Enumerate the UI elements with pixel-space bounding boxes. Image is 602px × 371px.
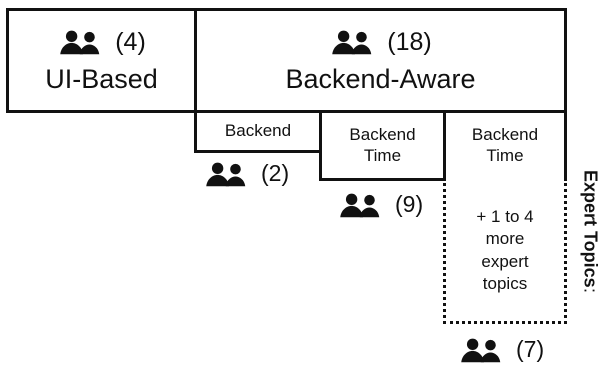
subgroup-backend-count-row: (2) [203, 160, 323, 187]
ui-based-box: (4) UI-Based [6, 8, 197, 113]
ui-based-header: (4) [57, 28, 146, 57]
people-icon [337, 192, 389, 218]
subgroup-backend-time-2-count: (7) [516, 336, 545, 362]
subgroup-backend-time-2-box: Backend Time [443, 110, 567, 181]
ui-based-count: (4) [115, 27, 146, 56]
expert-topics-extension-text: + 1 to 4 more expert topics [476, 207, 534, 293]
people-icon [329, 29, 381, 55]
subgroup-backend-time-label: Backend Time [349, 125, 416, 165]
subgroup-backend-time-box: Backend Time [319, 110, 446, 181]
people-icon [203, 161, 255, 187]
expert-topics-side-label-text: Expert Topics [580, 170, 601, 288]
subgroup-backend-time-count: (9) [395, 191, 424, 217]
subgroup-backend-time-count-row: (9) [337, 191, 457, 218]
subgroup-backend-time-2-count-row: (7) [458, 336, 578, 363]
backend-aware-header: (18) [329, 27, 432, 57]
subgroup-backend-time-2-label: Backend Time [471, 125, 539, 165]
expert-topics-extension: + 1 to 4 more expert topics [443, 178, 567, 324]
backend-aware-box: (18) Backend-Aware [194, 8, 567, 113]
people-icon [57, 29, 109, 55]
subgroup-backend-box: Backend [194, 110, 322, 153]
backend-aware-count: (18) [387, 27, 432, 56]
backend-aware-label: Backend-Aware [285, 63, 476, 94]
subgroup-backend-label: Backend [224, 121, 292, 141]
expert-topics-side-label-suffix: : [580, 287, 601, 293]
subgroup-backend-count: (2) [261, 160, 290, 186]
ui-based-label: UI-Based [45, 63, 158, 94]
people-icon [458, 337, 510, 363]
expert-topics-side-label: Expert Topics: [578, 170, 602, 320]
